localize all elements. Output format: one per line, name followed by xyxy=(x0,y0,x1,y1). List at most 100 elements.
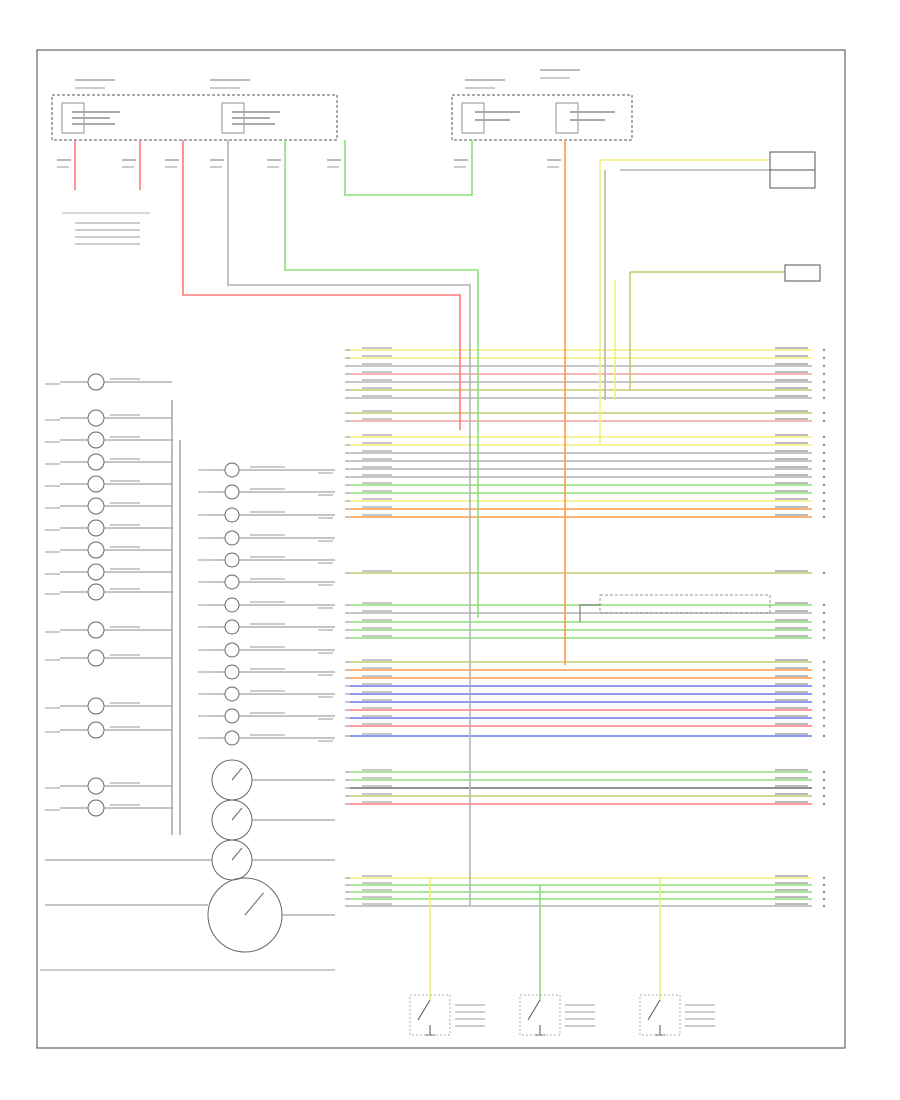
bus-end-dot-42 xyxy=(822,876,826,880)
lamp-left-9 xyxy=(87,563,105,581)
lamp-left-2 xyxy=(87,409,105,427)
bus-end-dot-13 xyxy=(822,459,826,463)
diagram-frame xyxy=(36,49,846,1049)
bus-end-dot-11 xyxy=(822,443,826,447)
bus-end-dot-1 xyxy=(822,348,826,352)
lamp-center-9 xyxy=(224,642,240,658)
switch-lever-3 xyxy=(647,999,661,1021)
lamp-center-13 xyxy=(224,730,240,746)
switch-lever-1 xyxy=(417,999,431,1021)
lamp-center-6 xyxy=(224,574,240,590)
bus-end-dot-25 xyxy=(822,628,826,632)
right-connectors xyxy=(599,151,821,614)
bus-end-dot-31 xyxy=(822,692,826,696)
bus-end-dot-29 xyxy=(822,676,826,680)
cluster-components xyxy=(45,373,335,953)
bus-end-dot-17 xyxy=(822,491,826,495)
bus-end-dot-23 xyxy=(822,611,826,615)
bus-end-dot-6 xyxy=(822,388,826,392)
lamp-center-5 xyxy=(224,552,240,568)
bus-end-dot-3 xyxy=(822,364,826,368)
feed-wire-red xyxy=(182,140,461,430)
bus-end-dot-33 xyxy=(822,708,826,712)
bus-end-dot-15 xyxy=(822,475,826,479)
bus-end-dot-38 xyxy=(822,778,826,782)
lamp-left-12 xyxy=(87,649,105,667)
bus-end-dot-24 xyxy=(822,620,826,624)
switch-box-2 xyxy=(519,994,561,1036)
bus-end-dot-35 xyxy=(822,724,826,728)
lamp-center-4 xyxy=(224,530,240,546)
gauge-needle-3 xyxy=(231,847,243,861)
bus-end-dot-18 xyxy=(822,499,826,503)
bus-end-dot-14 xyxy=(822,467,826,471)
bus-end-dot-28 xyxy=(822,668,826,672)
bus-end-dot-27 xyxy=(822,660,826,664)
label-stubs xyxy=(57,69,826,908)
bus-end-dot-21 xyxy=(822,571,826,575)
bus-end-dot-22 xyxy=(822,603,826,607)
lamp-left-8 xyxy=(87,541,105,559)
switch-box-1 xyxy=(409,994,451,1036)
lamp-left-4 xyxy=(87,453,105,471)
bus-end-dot-37 xyxy=(822,770,826,774)
lamp-center-8 xyxy=(224,619,240,635)
bottom-switches xyxy=(409,994,715,1036)
lamp-left-7 xyxy=(87,519,105,537)
gauge-needle-1 xyxy=(231,767,243,781)
bus-end-dot-4 xyxy=(822,372,826,376)
bus-end-dot-9 xyxy=(822,419,826,423)
bus-end-dot-8 xyxy=(822,411,826,415)
gauge-needle-4 xyxy=(244,892,264,916)
bus-end-dot-34 xyxy=(822,716,826,720)
bus-end-dot-7 xyxy=(822,396,826,400)
gauge-needle-2 xyxy=(231,807,243,821)
bus-end-dot-5 xyxy=(822,380,826,384)
switch-lever-2 xyxy=(527,999,541,1021)
bus-end-dot-43 xyxy=(822,883,826,887)
bus-end-dot-44 xyxy=(822,890,826,894)
feed-wire-gray xyxy=(227,140,471,905)
lamp-left-5 xyxy=(87,475,105,493)
feed-wire-green-2 xyxy=(344,140,473,196)
lamp-left-15 xyxy=(87,777,105,795)
lamp-left-1 xyxy=(87,373,105,391)
bus-end-dot-32 xyxy=(822,700,826,704)
bus-end-dot-20 xyxy=(822,515,826,519)
bus-end-dot-10 xyxy=(822,435,826,439)
bus-end-dot-45 xyxy=(822,897,826,901)
lamp-left-14 xyxy=(87,721,105,739)
lamp-center-1 xyxy=(224,462,240,478)
lamp-left-11 xyxy=(87,621,105,639)
lamp-left-6 xyxy=(87,497,105,515)
bus-end-dot-16 xyxy=(822,483,826,487)
fuse-box-right xyxy=(451,94,633,141)
bus-end-dot-2 xyxy=(822,356,826,360)
feed-wire-sensor xyxy=(579,604,600,622)
switch-box-3 xyxy=(639,994,681,1036)
bus-end-dot-19 xyxy=(822,507,826,511)
lamp-center-12 xyxy=(224,708,240,724)
bus-end-dot-39 xyxy=(822,786,826,790)
lamp-center-11 xyxy=(224,686,240,702)
lamp-left-13 xyxy=(87,697,105,715)
bus-end-dot-26 xyxy=(822,636,826,640)
bus-end-dot-36 xyxy=(822,734,826,738)
lamp-left-10 xyxy=(87,583,105,601)
bus-end-dot-41 xyxy=(822,802,826,806)
wire-set xyxy=(74,140,812,1000)
bus-end-dot-46 xyxy=(822,904,826,908)
bus-end-dot-30 xyxy=(822,684,826,688)
lamp-left-16 xyxy=(87,799,105,817)
feed-wire-green xyxy=(284,140,479,618)
bus-end-dot-40 xyxy=(822,794,826,798)
fuse-box-left xyxy=(51,94,338,141)
lamp-center-2 xyxy=(224,484,240,500)
lamp-center-7 xyxy=(224,597,240,613)
bus-end-dot-12 xyxy=(822,451,826,455)
lamp-left-3 xyxy=(87,431,105,449)
lamp-center-10 xyxy=(224,664,240,680)
lamp-center-3 xyxy=(224,507,240,523)
